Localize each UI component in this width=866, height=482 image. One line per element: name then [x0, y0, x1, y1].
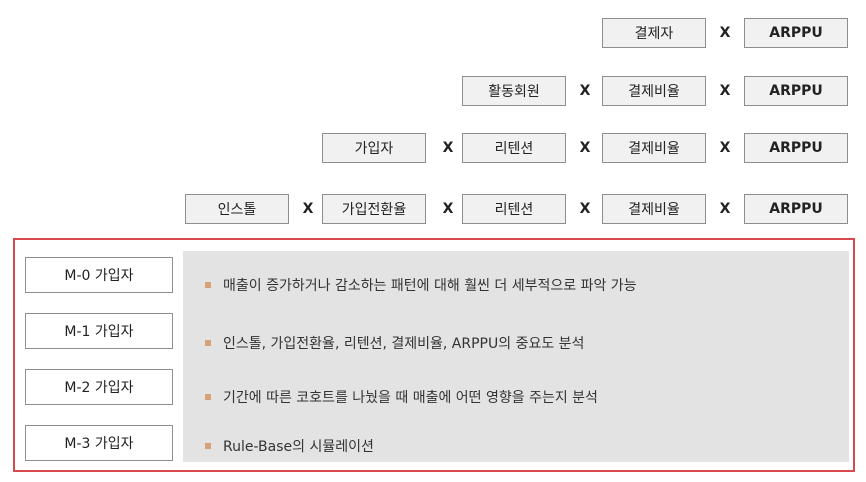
term-box-retention: 리텐션: [462, 194, 566, 224]
cohort-box-m0: M-0 가입자: [25, 257, 173, 293]
note-item: 매출이 증가하거나 감소하는 패턴에 대해 훨씬 더 세부적으로 파악 가능: [205, 273, 637, 297]
term-box-payment-rate: 결제비율: [602, 76, 706, 106]
note-text: 매출이 증가하거나 감소하는 패턴에 대해 훨씬 더 세부적으로 파악 가능: [223, 278, 637, 294]
multiply-operator: X: [579, 140, 591, 156]
term-box-arppu: ARPPU: [744, 194, 848, 224]
term-box-payment-rate: 결제비율: [602, 194, 706, 224]
multiply-operator: X: [579, 83, 591, 99]
notes-panel: 매출이 증가하거나 감소하는 패턴에 대해 훨씬 더 세부적으로 파악 가능 인…: [183, 251, 849, 462]
term-box-retention: 리텐션: [462, 133, 566, 163]
term-box-arppu: ARPPU: [744, 76, 848, 106]
note-item: 인스톨, 가입전환율, 리텐션, 결제비율, ARPPU의 중요도 분석: [205, 331, 584, 355]
bullet-square-icon: [205, 443, 211, 449]
multiply-operator: X: [302, 201, 314, 217]
term-box-payment-rate: 결제비율: [602, 133, 706, 163]
term-box-active-members: 활동회원: [462, 76, 566, 106]
term-box-installs: 인스톨: [185, 194, 289, 224]
term-box-arppu: ARPPU: [744, 18, 848, 48]
multiply-operator: X: [719, 201, 731, 217]
term-box-arppu: ARPPU: [744, 133, 848, 163]
note-text: 인스톨, 가입전환율, 리텐션, 결제비율, ARPPU의 중요도 분석: [223, 336, 585, 352]
note-item: 기간에 따른 코호트를 나눴을 때 매출에 어떤 영향을 주는지 분석: [205, 385, 598, 409]
note-text: 기간에 따른 코호트를 나눴을 때 매출에 어떤 영향을 주는지 분석: [223, 390, 598, 406]
note-text: Rule-Base의 시뮬레이션: [223, 439, 374, 455]
cohort-box-m3: M-3 가입자: [25, 425, 173, 461]
multiply-operator: X: [442, 201, 454, 217]
multiply-operator: X: [719, 83, 731, 99]
term-box-payers: 결제자: [602, 18, 706, 48]
term-box-signups: 가입자: [322, 133, 426, 163]
multiply-operator: X: [719, 25, 731, 41]
bullet-square-icon: [205, 282, 211, 288]
multiply-operator: X: [442, 140, 454, 156]
cohort-frame: M-0 가입자 M-1 가입자 M-2 가입자 M-3 가입자 매출이 증가하거…: [13, 238, 855, 472]
bullet-square-icon: [205, 394, 211, 400]
note-item: Rule-Base의 시뮬레이션: [205, 434, 374, 458]
cohort-box-m2: M-2 가입자: [25, 369, 173, 405]
multiply-operator: X: [579, 201, 591, 217]
bullet-square-icon: [205, 340, 211, 346]
cohort-box-m1: M-1 가입자: [25, 313, 173, 349]
term-box-signup-conversion: 가입전환율: [322, 194, 426, 224]
multiply-operator: X: [719, 140, 731, 156]
